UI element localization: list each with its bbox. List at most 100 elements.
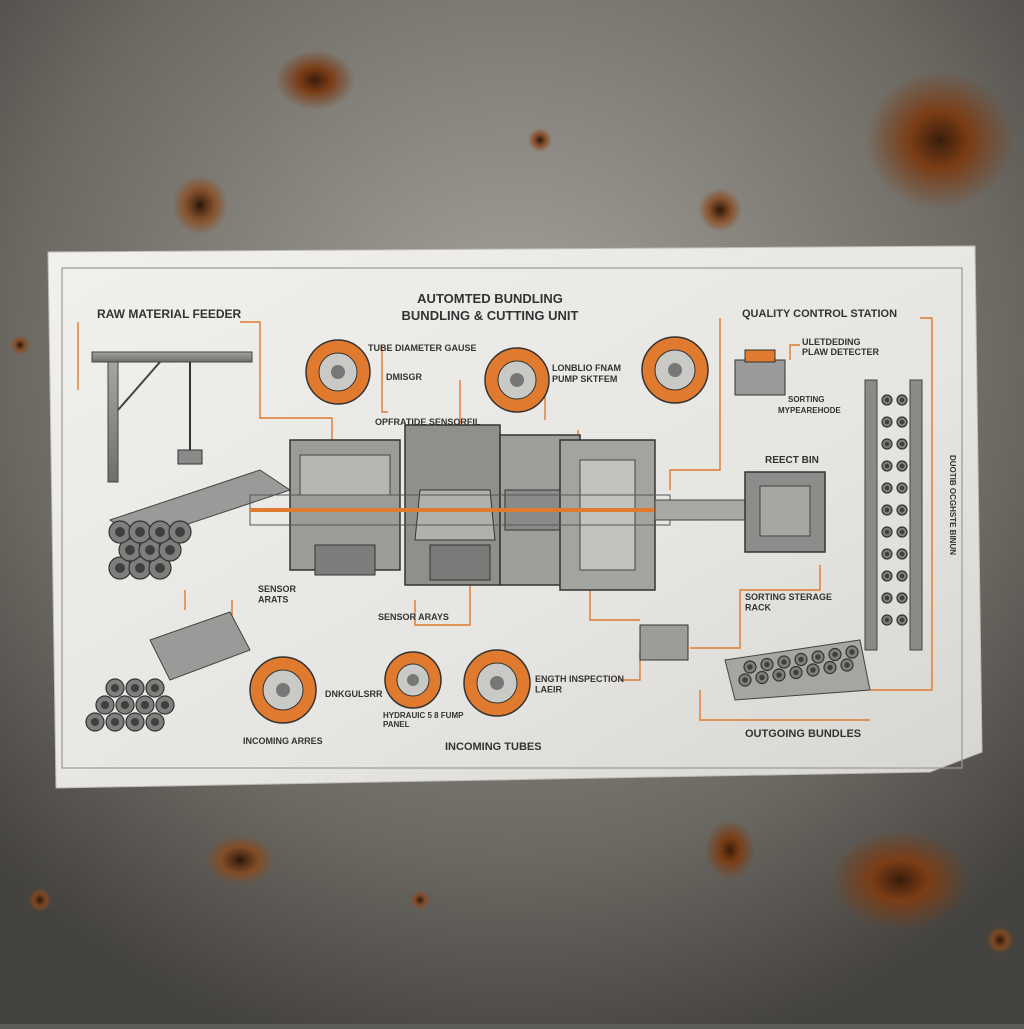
pipe-bore: [793, 669, 799, 676]
pipe-bore: [160, 700, 170, 710]
lower-pipe-stack: [85, 678, 175, 732]
pipe-bore: [135, 527, 145, 537]
tray-pipes: [738, 645, 859, 687]
pipe-bore: [899, 617, 905, 623]
pipe-bore: [90, 717, 100, 727]
pipe-bore: [175, 527, 185, 537]
pipe-bore: [810, 667, 816, 673]
pipe-bore: [155, 527, 165, 537]
pipe-bore: [832, 651, 838, 658]
pipe-bore: [884, 397, 890, 403]
pipe-bore: [100, 700, 110, 710]
label-mypeareode: MYPEAREHODE: [778, 406, 841, 415]
label-incoming-arres: INCOMING ARRES: [243, 736, 323, 746]
pipe-bore: [849, 649, 855, 655]
pipe-bore: [747, 664, 753, 670]
label-vertical-rack: DUOTIB OCGHSTE BINUN: [948, 455, 957, 555]
gauge-quality-control: [641, 336, 709, 404]
pipe-bore: [115, 527, 125, 537]
gauge-tube-diameter: [305, 339, 371, 405]
label-flaw-detector: PLAW DETECTER: [802, 347, 880, 357]
pipe-bore: [844, 662, 850, 668]
pipe-bore: [827, 664, 833, 671]
leader-lines: [77, 317, 933, 721]
pipe-bore: [884, 507, 890, 513]
pipe-bore: [884, 551, 890, 557]
flaw-detector-module: [734, 349, 786, 396]
cutting-machine: [249, 424, 760, 591]
pipe-bore: [899, 463, 905, 469]
pipe-bore: [125, 545, 135, 555]
pipe-bore: [110, 683, 120, 693]
pipe-bore: [135, 563, 145, 573]
label-tube-diameter-gauge: TUBE DIAMETER GAUSE: [368, 343, 477, 353]
pipe-bore: [140, 700, 150, 710]
pipe-bore: [899, 419, 905, 425]
label-pump-system: PUMP SKTFEM: [552, 374, 617, 384]
vertical-sorting-rack: [864, 379, 923, 651]
pipe-bore: [899, 507, 905, 513]
pipe-bore: [798, 656, 804, 663]
poster-border: [61, 267, 963, 769]
reject-bin-unit: [744, 471, 826, 553]
label-dmkgusrr: DNKGULSRR: [325, 689, 383, 699]
pipe-bore: [884, 617, 890, 623]
label-sorting: SORTING: [788, 395, 824, 404]
pipe-bore: [781, 659, 787, 665]
label-quality-control-station: QUALITY CONTROL STATION: [742, 308, 897, 320]
incoming-tube-stack: [85, 611, 251, 732]
pipe-bore: [884, 529, 890, 535]
pipe-bore: [155, 563, 165, 573]
rack-tube-ends: [881, 394, 908, 626]
label-lonblio-fnaw: LONBLIO FNAM: [552, 363, 621, 373]
gauge-length-inspection: [463, 649, 531, 717]
hydraulic-panel-box: [639, 624, 689, 661]
pipe-bore: [899, 397, 905, 403]
pipe-bore: [150, 717, 160, 727]
poster-title-line1: AUTOMTED BUNDLING: [417, 291, 563, 306]
pipe-bore: [130, 683, 140, 693]
pipe-bore: [120, 700, 130, 710]
pipe-bore: [899, 485, 905, 491]
gauge-hydraulic: [384, 651, 442, 709]
pipe-bore: [884, 573, 890, 579]
rust-stains: [10, 50, 1015, 954]
pipe-bore: [884, 441, 890, 447]
pipe-bore: [759, 674, 765, 681]
pipe-bore: [884, 419, 890, 425]
label-raw-material-feeder: RAW MATERIAL FEEDER: [97, 307, 242, 321]
gauge-incoming: [249, 656, 317, 724]
label-operation-sensor: OPFRATIDE SENSORFIL: [375, 417, 481, 427]
feeder-pipe-stack: [108, 520, 192, 580]
pipe-bore: [899, 573, 905, 579]
label-sensor-arrays: SENSOR ARAYS: [378, 612, 449, 622]
pipe-bore: [899, 529, 905, 535]
gauge-pump-system: [484, 347, 550, 413]
label-dmisgr: DMISGR: [386, 372, 423, 382]
pipe-bore: [165, 545, 175, 555]
pipe-bore: [130, 717, 140, 727]
pipe-bore: [899, 551, 905, 557]
pipe-bore: [899, 595, 905, 601]
outgoing-bundles-tray: [724, 639, 871, 701]
pipe-bore: [150, 683, 160, 693]
raw-material-feeder: [91, 351, 292, 580]
pipe-bore: [110, 717, 120, 727]
pipe-bore: [899, 441, 905, 447]
label-reject-bin: REECT BIN: [765, 455, 819, 466]
label-ultededing: ULETDEDING: [802, 337, 861, 347]
pipe-bore: [884, 463, 890, 469]
pipe-bore: [884, 485, 890, 491]
pipe-bore: [776, 672, 782, 678]
pipe-bore: [742, 677, 748, 683]
pipe-bore: [115, 563, 125, 573]
diagram-labels: RAW MATERIAL FEEDER QUALITY CONTROL STAT…: [97, 307, 957, 753]
label-incoming-tubes: INCOMING TUBES: [445, 741, 542, 753]
pipe-bore: [764, 661, 770, 668]
